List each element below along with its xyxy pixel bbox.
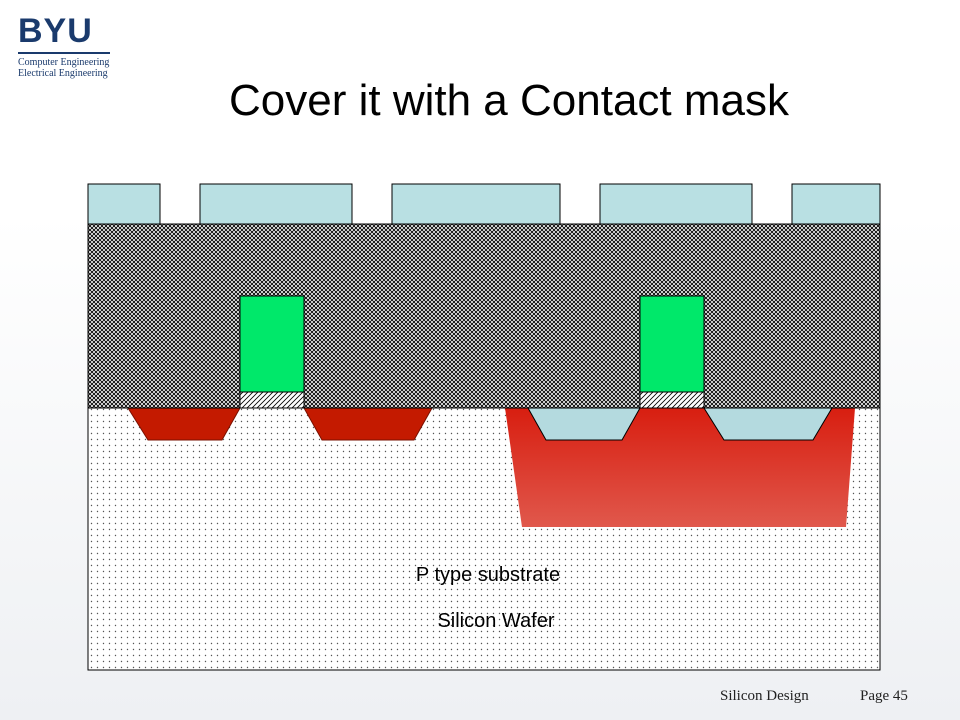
course-name: Silicon Design: [720, 688, 809, 704]
oxide-layer: [87, 223, 881, 409]
logo-department-1: Computer Engineering: [18, 57, 110, 68]
n-diffusion-left: [127, 407, 241, 441]
poly-gate-right: [639, 295, 705, 393]
wafer-label: Silicon Wafer: [437, 610, 554, 632]
contact-mask-segment: [391, 183, 561, 225]
poly-gate-left: [239, 295, 305, 393]
contact-mask-segment: [791, 183, 881, 225]
contact-mask-segment: [599, 183, 753, 225]
logo-divider: [18, 52, 110, 54]
substrate-label: P type substrate: [416, 564, 560, 586]
contact-mask-segment: [199, 183, 353, 225]
logo-wordmark: BYU: [18, 12, 93, 50]
contact-mask-segment: [87, 183, 161, 225]
p-diffusion-right: [703, 407, 833, 441]
page-number: Page 45: [860, 688, 908, 704]
byu-logo: BYU Computer Engineering Electrical Engi…: [18, 14, 118, 79]
gate-oxide-right: [639, 391, 705, 409]
logo-department-2: Electrical Engineering: [18, 68, 108, 79]
gate-oxide-left: [239, 391, 305, 409]
p-diffusion-left: [527, 407, 641, 441]
slide-title: Cover it with a Contact mask: [229, 76, 789, 125]
n-diffusion-right: [303, 407, 433, 441]
